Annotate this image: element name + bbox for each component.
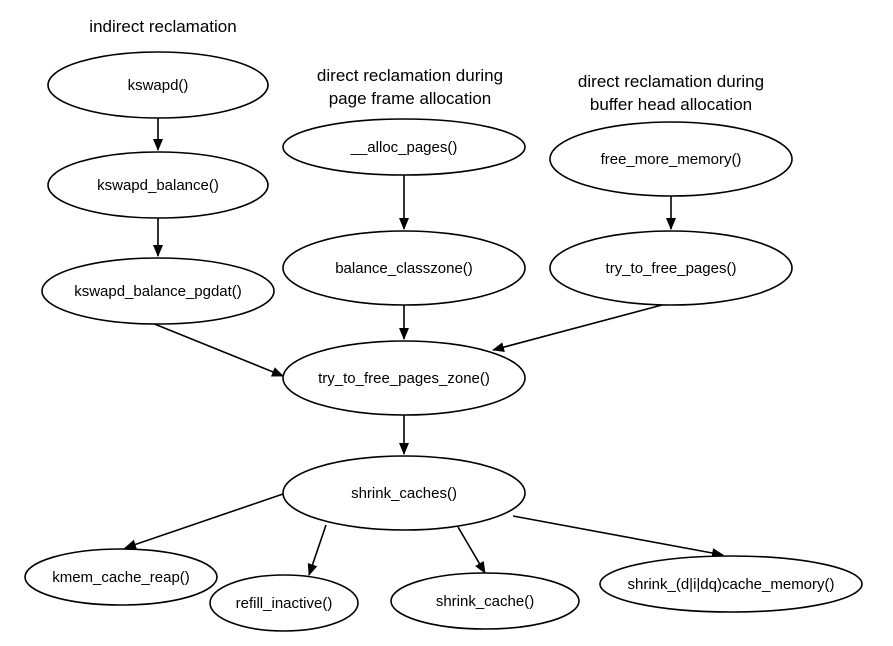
node-label: kswapd_balance() — [97, 177, 219, 194]
arrow-shrink-caches-to-shrink-cache — [457, 526, 486, 574]
arrow-shrink-caches-to-kmem-cache-reap — [124, 493, 284, 550]
arrow-try-to-free-pages-to-try-to-free-pages-zone — [492, 304, 663, 353]
node-label: shrink_(d|i|dq)cache_memory() — [627, 576, 834, 593]
node-label: shrink_cache() — [436, 593, 534, 610]
heading-indirect-reclamation: indirect reclamation — [89, 17, 236, 36]
node-try-to-free-pages-zone: try_to_free_pages_zone() — [282, 340, 526, 416]
node-kmem-cache-reap: kmem_cache_reap() — [24, 548, 218, 606]
node-label: shrink_caches() — [351, 485, 457, 502]
node-label: __alloc_pages() — [350, 139, 458, 156]
arrow-shrink-caches-to-refill-inactive — [307, 524, 327, 576]
heading-buffer-head-line2: buffer head allocation — [590, 95, 752, 114]
node-kswapd: kswapd() — [47, 51, 269, 119]
node-kswapd-balance-pgdat: kswapd_balance_pgdat() — [41, 257, 275, 325]
node-label: try_to_free_pages_zone() — [318, 370, 490, 387]
arrow-kswapd-balance-pgdat-to-try-to-free-pages-zone — [151, 322, 284, 377]
node-label: kswapd_balance_pgdat() — [74, 283, 242, 300]
node-try-to-free-pages: try_to_free_pages() — [549, 230, 793, 306]
node-shrink-dq-cache-memory: shrink_(d|i|dq)cache_memory() — [599, 555, 863, 613]
heading-page-frame-line1: direct reclamation during — [317, 66, 503, 85]
node-refill-inactive: refill_inactive() — [209, 574, 359, 632]
node-free-more-memory: free_more_memory() — [549, 121, 793, 197]
node-balance-classzone: balance_classzone() — [282, 230, 526, 306]
node-kswapd-balance: kswapd_balance() — [47, 151, 269, 219]
node-label: balance_classzone() — [335, 260, 473, 277]
node-shrink-caches: shrink_caches() — [282, 455, 526, 531]
arrow-shrink-caches-to-shrink-dq-cache-memory — [512, 515, 724, 558]
node-label: refill_inactive() — [236, 595, 333, 612]
node-label: try_to_free_pages() — [606, 260, 737, 277]
node-label: free_more_memory() — [601, 151, 742, 168]
node-label: kswapd() — [128, 77, 189, 94]
heading-buffer-head-line1: direct reclamation during — [578, 72, 764, 91]
edges-layer — [124, 118, 724, 576]
node-alloc-pages: __alloc_pages() — [282, 118, 526, 176]
node-label: kmem_cache_reap() — [52, 569, 190, 586]
node-shrink-cache: shrink_cache() — [390, 572, 580, 630]
heading-page-frame-line2: page frame allocation — [329, 89, 492, 108]
